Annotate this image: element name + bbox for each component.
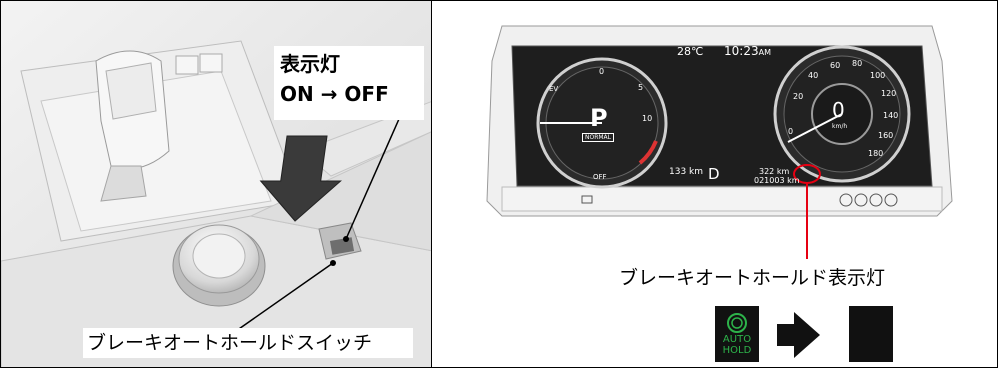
right-arrow-icon <box>777 312 820 358</box>
console-illustration-panel: 表示灯 ON → OFF ブレーキオートホールドスイッチ <box>0 0 432 368</box>
speed-tick-20: 20 <box>793 92 804 101</box>
speed-tick-80: 80 <box>852 59 863 68</box>
speed-tick-100: 100 <box>870 71 886 80</box>
instrument-cluster-drawing <box>486 25 953 362</box>
on-off-label: ON → OFF <box>280 82 389 106</box>
power-tick-5: 5 <box>638 83 644 92</box>
drive-mode-badge: NORMAL <box>582 133 615 142</box>
speed-tick-40: 40 <box>808 71 819 80</box>
switch-label: ブレーキオートホールドスイッチ <box>87 332 373 354</box>
clock-ampm: AM <box>758 48 771 57</box>
auto-hold-indicator-off <box>849 306 893 362</box>
indicator-callout: 表示灯 ON → OFF <box>274 46 424 120</box>
trip-range: 322 km <box>759 167 790 176</box>
speed-tick-160: 160 <box>878 131 894 140</box>
off-label: OFF <box>593 173 607 181</box>
speed-unit: km/h <box>832 123 848 130</box>
speed-tick-0: 0 <box>788 127 794 136</box>
temperature: 28℃ <box>677 45 704 58</box>
auto-hold-indicator-on <box>715 306 759 362</box>
gear-indicator: P <box>590 104 608 132</box>
clock-time: 10:23 <box>724 44 759 58</box>
switch-callout: ブレーキオートホールドスイッチ <box>83 328 413 358</box>
power-tick-0: 0 <box>599 67 605 76</box>
speed-tick-60: 60 <box>830 61 841 70</box>
power-tick-10: 10 <box>642 114 653 123</box>
speed-tick-120: 120 <box>881 89 897 98</box>
auto-hold-line2: HOLD <box>722 345 752 356</box>
instrument-cluster-panel: 28℃ 10:23AM P NORMAL 0 5 10 EV OFF 133 k… <box>432 0 998 368</box>
power-tick-ev: EV <box>549 85 559 93</box>
speed-tick-140: 140 <box>883 111 899 120</box>
clock: 10:23AM <box>724 44 771 58</box>
indicator-title: ブレーキオートホールド表示灯 <box>619 267 886 289</box>
odometer: 021003 km <box>754 176 800 185</box>
range-readout: 133 km <box>669 167 704 177</box>
auto-hold-line1: AUTO <box>722 334 752 345</box>
speed-tick-180: 180 <box>868 149 884 158</box>
down-arrow-icon <box>259 135 342 222</box>
auto-hold-text: AUTO HOLD <box>715 334 759 356</box>
indicator-label: 表示灯 <box>280 52 340 76</box>
speed-value: 0 <box>832 98 845 122</box>
gear-letter: D <box>708 165 720 183</box>
